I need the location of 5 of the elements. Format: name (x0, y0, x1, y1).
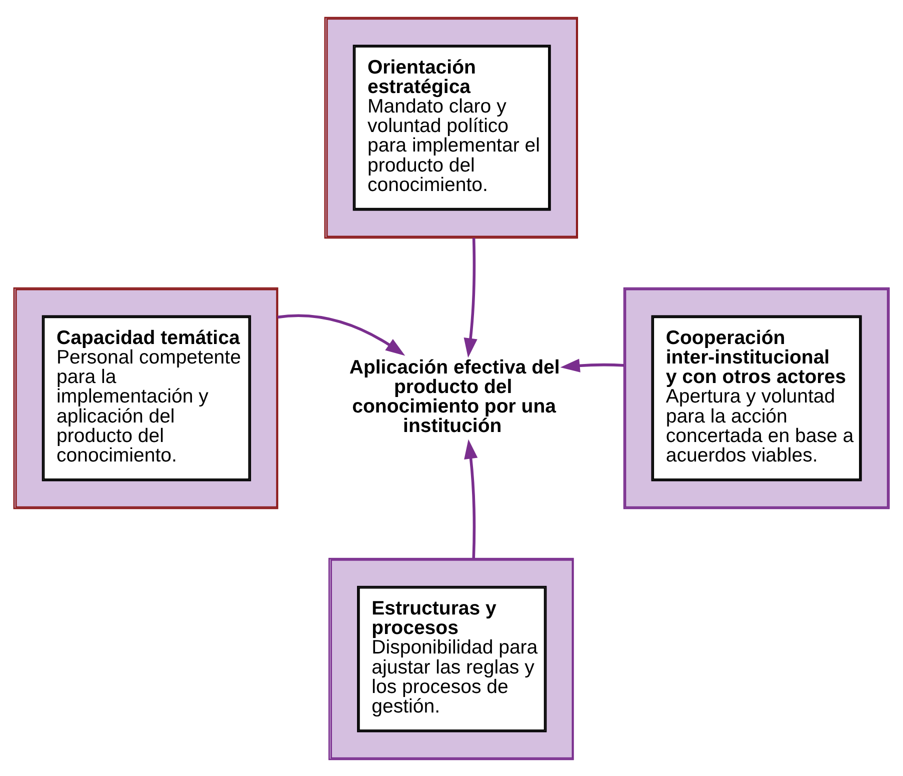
arrow (464, 438, 478, 558)
arrow (464, 237, 478, 358)
arrow (560, 358, 624, 372)
node-text: Aplicación efectiva del producto del conocimiento por una institución (349, 356, 560, 437)
arrow (277, 314, 406, 356)
